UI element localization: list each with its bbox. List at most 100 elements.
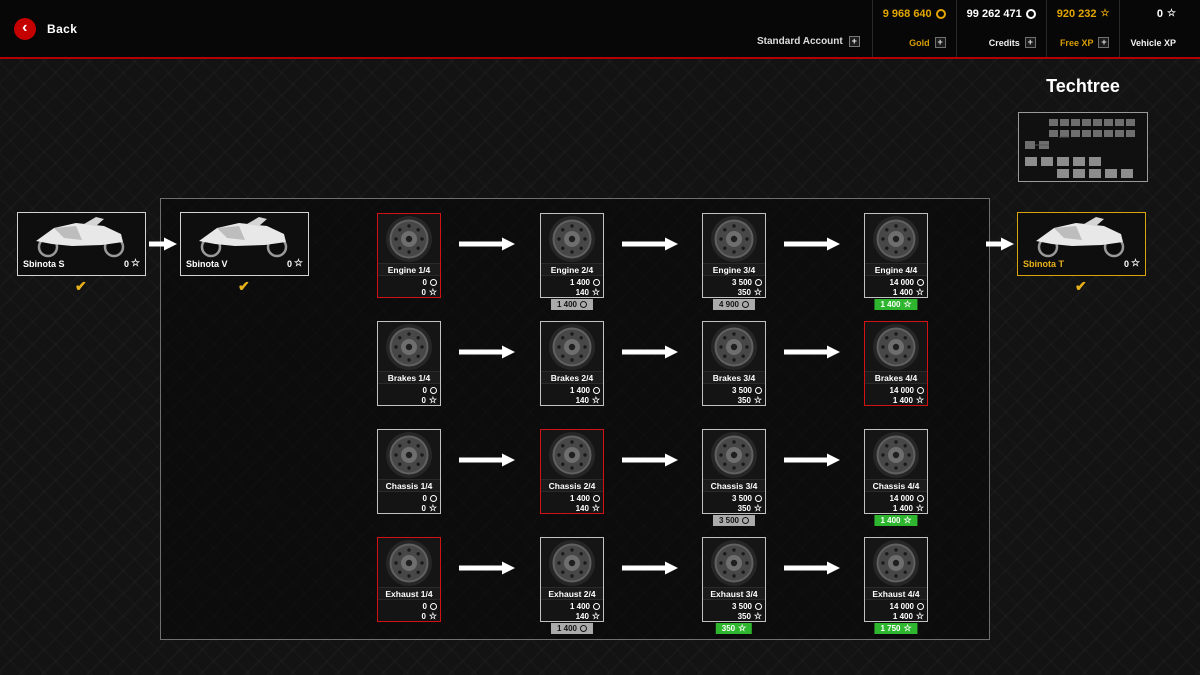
owned-check-icon: ✔ (75, 278, 87, 294)
part-image (378, 430, 440, 480)
star-icon: ☆ (294, 258, 303, 269)
bike-name: Sbinota V (186, 259, 228, 269)
coin-icon (742, 301, 750, 308)
cost-star: 0☆ (421, 395, 437, 406)
currency-label: Free XP (1059, 37, 1094, 48)
bike-card-sbinota-t[interactable]: Sbinota T 0☆ (1017, 212, 1146, 276)
account-add-icon[interactable]: + (848, 36, 860, 47)
cost-coin: 3 500 (706, 386, 762, 395)
star-icon: ☆ (903, 623, 912, 633)
cost-coin: 0 (381, 494, 437, 503)
techtree-minimap[interactable] (1018, 112, 1148, 182)
cost-star: 350☆ (737, 287, 762, 298)
currency-add-icon[interactable]: + (1098, 37, 1110, 48)
arrow-icon (459, 345, 515, 359)
arrow-icon (784, 453, 840, 467)
upgrade-label: Engine 2/4 (541, 264, 603, 276)
upgrade-badge: 4 900 (712, 299, 756, 310)
currency-add-icon[interactable]: + (1024, 37, 1036, 48)
star-icon: ☆ (903, 299, 912, 309)
part-image (703, 214, 765, 264)
bike-stars: 0☆ (124, 258, 140, 270)
cost-coin: 3 500 (706, 602, 762, 611)
upgrade-badge: 1 400☆ (874, 515, 918, 526)
arrow-icon (622, 237, 678, 251)
upgrade-badge: 1 400 (550, 299, 594, 310)
cost-star: 1 400☆ (892, 395, 924, 406)
bike-card-sbinota-v[interactable]: Sbinota V 0☆ (180, 212, 309, 276)
account-selector[interactable]: Standard Account + (745, 0, 872, 57)
part-image (541, 538, 603, 588)
coin-icon (917, 279, 924, 286)
star-icon: ☆ (591, 503, 600, 513)
star-icon: ☆ (753, 287, 762, 297)
cost-star: 140☆ (575, 503, 600, 514)
back-button[interactable]: ‹ Back (14, 0, 77, 57)
part-image (865, 430, 927, 480)
minimap-preview-image (1025, 119, 1135, 178)
cost-coin: 0 (381, 278, 437, 287)
cost-star: 140☆ (575, 611, 600, 622)
currency-value: 9 968 640 (882, 8, 932, 20)
upgrade-label: Exhaust 3/4 (703, 588, 765, 600)
upgrade-label: Brakes 2/4 (541, 372, 603, 384)
owned-check-icon: ✔ (1075, 278, 1087, 294)
cost-star: 1 400☆ (892, 503, 924, 514)
arrow-icon (784, 561, 840, 575)
arrow-icon (784, 345, 840, 359)
account-label: Standard Account (756, 36, 843, 47)
cost-coin: 3 500 (706, 278, 762, 287)
upgrade-label: Brakes 3/4 (703, 372, 765, 384)
coin-icon (755, 279, 762, 286)
bike-stars: 0☆ (287, 258, 303, 270)
coin-icon (755, 387, 762, 394)
part-image (703, 430, 765, 480)
cost-coin: 14 000 (868, 494, 924, 503)
cost-coin: 3 500 (706, 494, 762, 503)
bike-name: Sbinota S (23, 259, 65, 269)
arrow-icon (622, 453, 678, 467)
currency-add-icon[interactable]: + (934, 37, 946, 48)
cost-star: 350☆ (737, 503, 762, 514)
coin-icon (430, 387, 437, 394)
cost-star: 350☆ (737, 395, 762, 406)
cost-coin: 0 (381, 602, 437, 611)
currency-free-xp: 920 232☆Free XP+ (1045, 0, 1120, 57)
star-icon: ☆ (591, 395, 600, 405)
upgrade-label: Chassis 3/4 (703, 480, 765, 492)
cost-coin: 1 400 (544, 278, 600, 287)
cost-coin: 0 (381, 386, 437, 395)
coin-icon (742, 517, 750, 524)
upgrade-label: Exhaust 4/4 (865, 588, 927, 600)
coin-icon (1025, 9, 1036, 19)
cost-star: 1 400☆ (892, 287, 924, 298)
bike-card-sbinota-s[interactable]: Sbinota S 0☆ (17, 212, 146, 276)
upgrade-label: Brakes 4/4 (865, 372, 927, 384)
upgrade-label: Engine 3/4 (703, 264, 765, 276)
star-icon: ☆ (591, 611, 600, 621)
owned-check-icon: ✔ (238, 278, 250, 294)
